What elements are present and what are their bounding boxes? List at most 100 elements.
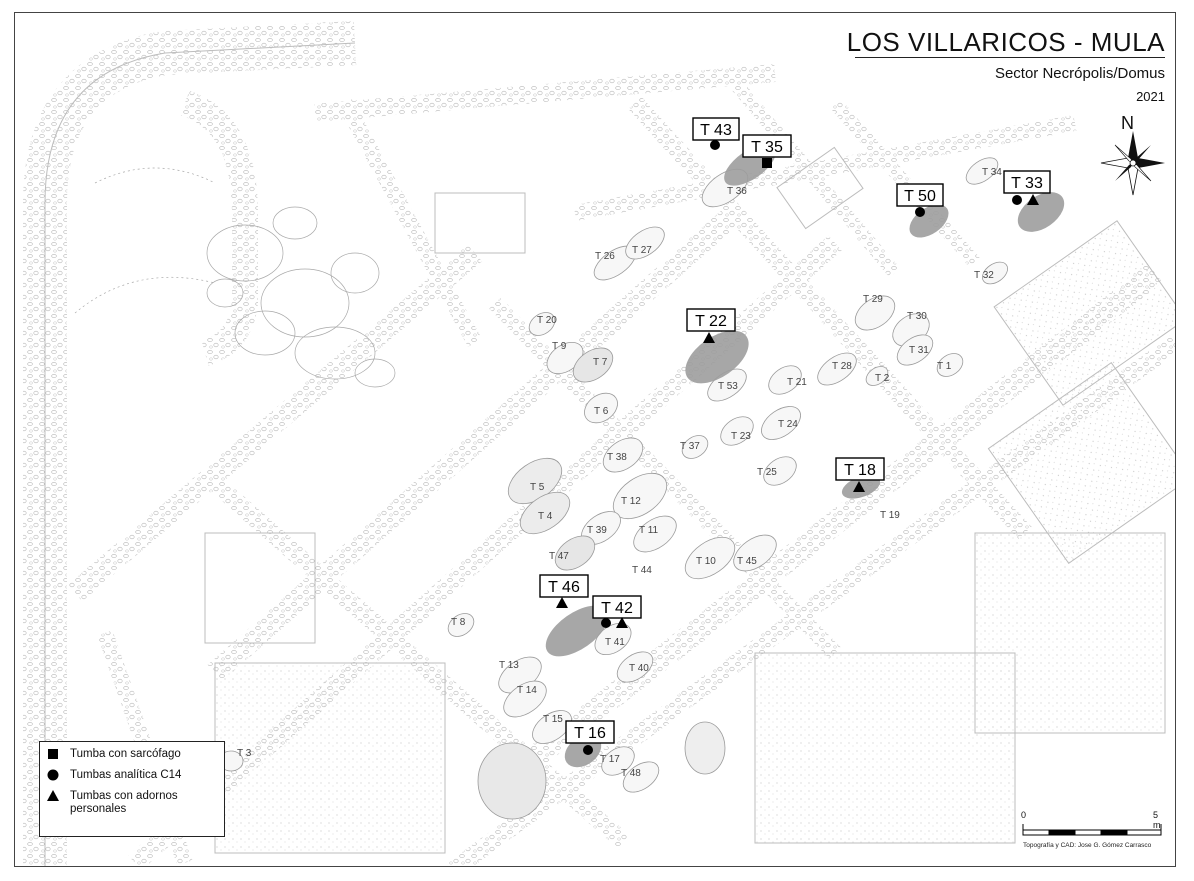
tomb-label-text: T 33 — [1011, 175, 1043, 192]
tomb-label-text: T 18 — [844, 462, 876, 479]
highlighted-tomb: T 46 — [539, 574, 589, 608]
square-icon — [48, 749, 58, 759]
tomb-label-box — [592, 595, 642, 619]
tomb-outlines — [218, 157, 1008, 820]
rubble-field — [74, 167, 396, 388]
tomb-label-box — [565, 720, 615, 744]
tomb-label-text: T 42 — [601, 600, 633, 617]
legend-item-adornments: Tumbas con adornos personales — [46, 790, 218, 816]
legend-label: Tumbas analítica C14 — [70, 769, 182, 781]
circle-icon — [1012, 195, 1022, 205]
tomb-label: T 3 — [237, 748, 252, 759]
tomb-label: T 31 — [909, 345, 929, 356]
tomb-label-box — [539, 574, 589, 598]
highlighted-tomb: T 42 — [592, 595, 642, 628]
tomb-label: T 9 — [552, 341, 567, 352]
scale-end-label: 5 m — [1153, 810, 1161, 830]
highlighted-tombs: T 43 T 35 T 50 T 33 T 22 T 18 T 46 T 42 T 16 — [539, 117, 1051, 755]
domus-structures — [204, 146, 1175, 854]
tomb-label: T 20 — [537, 315, 557, 326]
tomb-label-box — [896, 183, 944, 207]
tomb-label-box — [1003, 170, 1051, 194]
highlighted-tomb: T 16 — [565, 720, 615, 755]
tomb-label: T 25 — [757, 467, 777, 478]
tomb-label: T 48 — [621, 768, 641, 779]
tomb-label: T 24 — [778, 419, 798, 430]
tomb-label: T 45 — [737, 556, 757, 567]
highlighted-tomb: T 33 — [1003, 170, 1051, 205]
tomb-label-box — [686, 308, 736, 332]
triangle-icon — [556, 597, 568, 608]
tomb-label: T 8 — [451, 617, 466, 628]
tomb-label: T 21 — [787, 377, 807, 388]
tomb-label: T 11 — [639, 525, 659, 536]
tomb-label-text: T 16 — [574, 725, 606, 742]
tomb-label-text: T 22 — [695, 313, 727, 330]
tomb-label-text: T 50 — [904, 188, 936, 205]
tomb-label-text: T 35 — [751, 139, 783, 156]
highlighted-tomb: T 22 — [686, 308, 736, 343]
triangle-icon — [47, 790, 59, 801]
tomb-label: T 1 — [937, 361, 952, 372]
circle-icon — [583, 745, 593, 755]
tomb-label: T 53 — [718, 381, 738, 392]
tomb-label-box — [835, 457, 885, 481]
tomb-label: T 28 — [832, 361, 852, 372]
tomb-label: T 10 — [696, 556, 716, 567]
tomb-labels: T 36T 34T 26T 27T 32T 29T 30T 20T 9T 7T … — [237, 167, 1002, 779]
circle-icon — [47, 769, 59, 781]
triangle-icon — [853, 481, 865, 492]
tomb-label: T 34 — [982, 167, 1002, 178]
tomb-label: T 30 — [907, 311, 927, 322]
tomb-label-box — [742, 134, 792, 158]
circle-icon — [601, 618, 611, 628]
highlighted-tomb: T 50 — [896, 183, 944, 217]
map-subtitle: Sector Necrópolis/Domus — [994, 65, 1165, 82]
tomb-label: T 4 — [538, 511, 553, 522]
tomb-label: T 6 — [594, 406, 609, 417]
legend-label: Tumbas con adornos personales — [70, 790, 178, 815]
legend-item-c14: Tumbas analítica C14 — [46, 769, 218, 782]
tomb-label: T 15 — [543, 714, 563, 725]
tomb-label: T 13 — [499, 660, 519, 671]
north-label: N — [1121, 113, 1134, 133]
tomb-label: T 37 — [680, 441, 700, 452]
tomb-label-text: T 43 — [700, 122, 732, 139]
square-icon — [762, 158, 772, 168]
title-divider — [855, 57, 1165, 58]
tomb-label: T 12 — [621, 496, 641, 507]
site-plan: T 36T 34T 26T 27T 32T 29T 30T 20T 9T 7T … — [23, 21, 1175, 866]
map-title: LOS VILLARICOS - MULA — [846, 27, 1165, 57]
legend-item-sarcophagus: Tumba con sarcófago — [46, 748, 218, 761]
circle-icon — [915, 207, 925, 217]
north-arrow-icon — [1100, 131, 1165, 196]
tomb-label: T 32 — [974, 270, 994, 281]
tomb-label: T 29 — [863, 294, 883, 305]
tomb-label: T 26 — [595, 251, 615, 262]
tomb-label: T 7 — [593, 357, 608, 368]
tomb-label-box — [692, 117, 740, 141]
tomb-label: T 39 — [587, 525, 607, 536]
tomb-label: T 17 — [600, 754, 620, 765]
tomb-label: T 47 — [549, 551, 569, 562]
triangle-icon — [616, 617, 628, 628]
tomb-label: T 5 — [530, 482, 545, 493]
tomb-label: T 27 — [632, 245, 652, 256]
road-curve — [23, 21, 357, 866]
tomb-label: T 44 — [632, 565, 652, 576]
tomb-label: T 40 — [629, 663, 649, 674]
tomb-label: T 23 — [731, 431, 751, 442]
tomb-label: T 19 — [880, 510, 900, 521]
tomb-label: T 41 — [605, 637, 625, 648]
credit-text: Topografía y CAD: Jose G. Gómez Carrasco — [1023, 842, 1152, 849]
highlighted-tomb: T 43 — [692, 117, 740, 150]
tomb-label: T 2 — [875, 373, 890, 384]
triangle-icon — [1027, 194, 1039, 205]
scale-bar-graphic — [1022, 824, 1162, 836]
tomb-label: T 14 — [517, 685, 537, 696]
tomb-label: T 38 — [607, 452, 627, 463]
highlighted-tomb: T 35 — [742, 134, 792, 168]
map-year: 2021 — [1136, 89, 1165, 104]
circle-icon — [710, 140, 720, 150]
